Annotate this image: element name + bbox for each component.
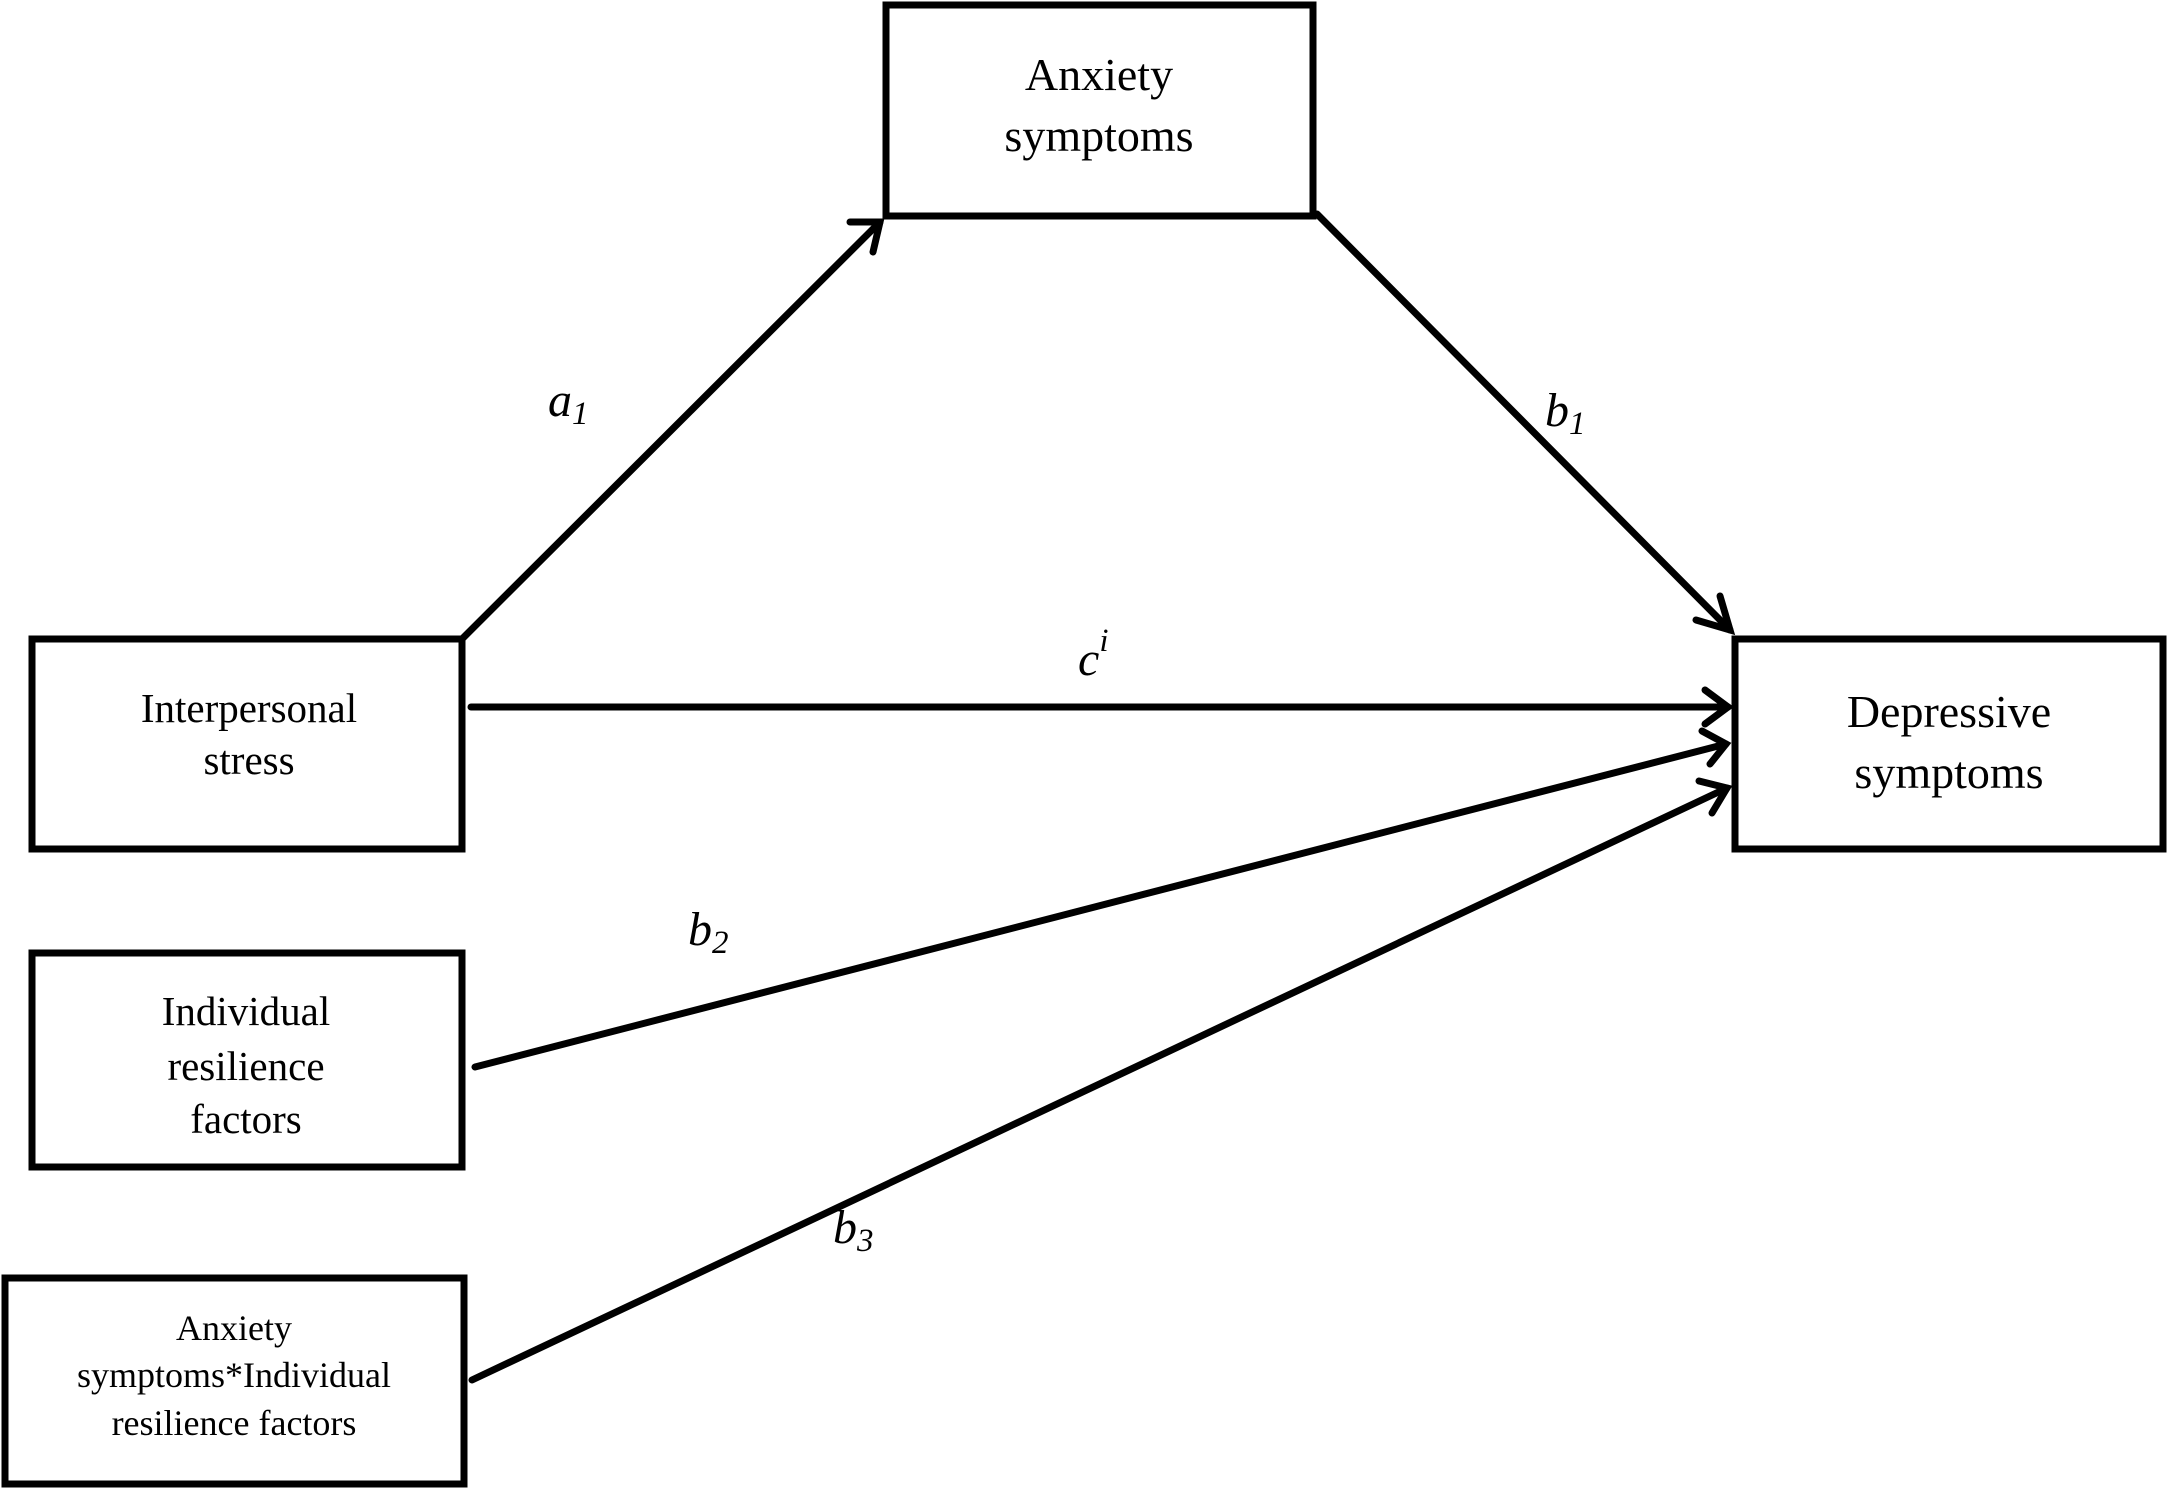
edge-b1 xyxy=(1313,210,1736,636)
label-b1-sub: 1 xyxy=(1569,406,1586,442)
node-interpersonal-stress: Interpersonal stress xyxy=(28,635,466,853)
label-b2: b2 xyxy=(688,903,729,961)
label-b3-sub: 3 xyxy=(856,1223,874,1259)
edge-b3 xyxy=(468,777,1733,1384)
node-resilience-line-3: factors xyxy=(190,1096,302,1142)
label-b3: b3 xyxy=(833,1201,874,1259)
node-interpersonal-line-2: stress xyxy=(203,737,294,783)
node-depressive-symptoms: Depressive symptoms xyxy=(1731,635,2167,853)
label-b2-sub: 2 xyxy=(712,925,729,961)
node-interaction-line-2: symptoms*Individual xyxy=(77,1355,391,1395)
edges xyxy=(459,210,1736,1384)
node-interpersonal-line-1: Interpersonal xyxy=(141,685,357,731)
node-anxiety-symptoms: Anxiety symptoms xyxy=(882,1,1317,220)
node-interaction-term: Anxiety symptoms*Individual resilience f… xyxy=(1,1274,468,1488)
node-resilience-line-1: Individual xyxy=(162,988,331,1034)
node-interaction-line-3: resilience factors xyxy=(112,1403,357,1443)
node-anxiety-line-2: symptoms xyxy=(1004,110,1193,161)
node-anxiety-line-1: Anxiety xyxy=(1025,49,1173,100)
label-b2-main: b xyxy=(688,903,712,956)
edge-a1 xyxy=(459,218,885,642)
label-a1-sub: 1 xyxy=(572,396,589,432)
node-individual-resilience: Individual resilience factors xyxy=(28,949,466,1171)
label-c: ci xyxy=(1078,623,1108,686)
label-b1-main: b xyxy=(1545,384,1569,437)
node-depressive-line-2: symptoms xyxy=(1854,747,2043,798)
node-resilience-line-2: resilience xyxy=(167,1043,324,1089)
node-interaction-line-1: Anxiety xyxy=(176,1308,292,1348)
label-a1: a1 xyxy=(548,374,589,432)
edge-c xyxy=(467,686,1734,728)
label-a1-main: a xyxy=(548,374,572,427)
label-b3-main: b xyxy=(833,1201,857,1254)
node-depressive-line-1: Depressive xyxy=(1847,686,2051,737)
label-c-sup: i xyxy=(1099,623,1108,659)
edge-b2 xyxy=(471,727,1732,1071)
edge-labels: a1 b1 ci b2 b3 xyxy=(548,374,1586,1259)
label-b1: b1 xyxy=(1545,384,1586,442)
label-c-main: c xyxy=(1078,633,1099,686)
